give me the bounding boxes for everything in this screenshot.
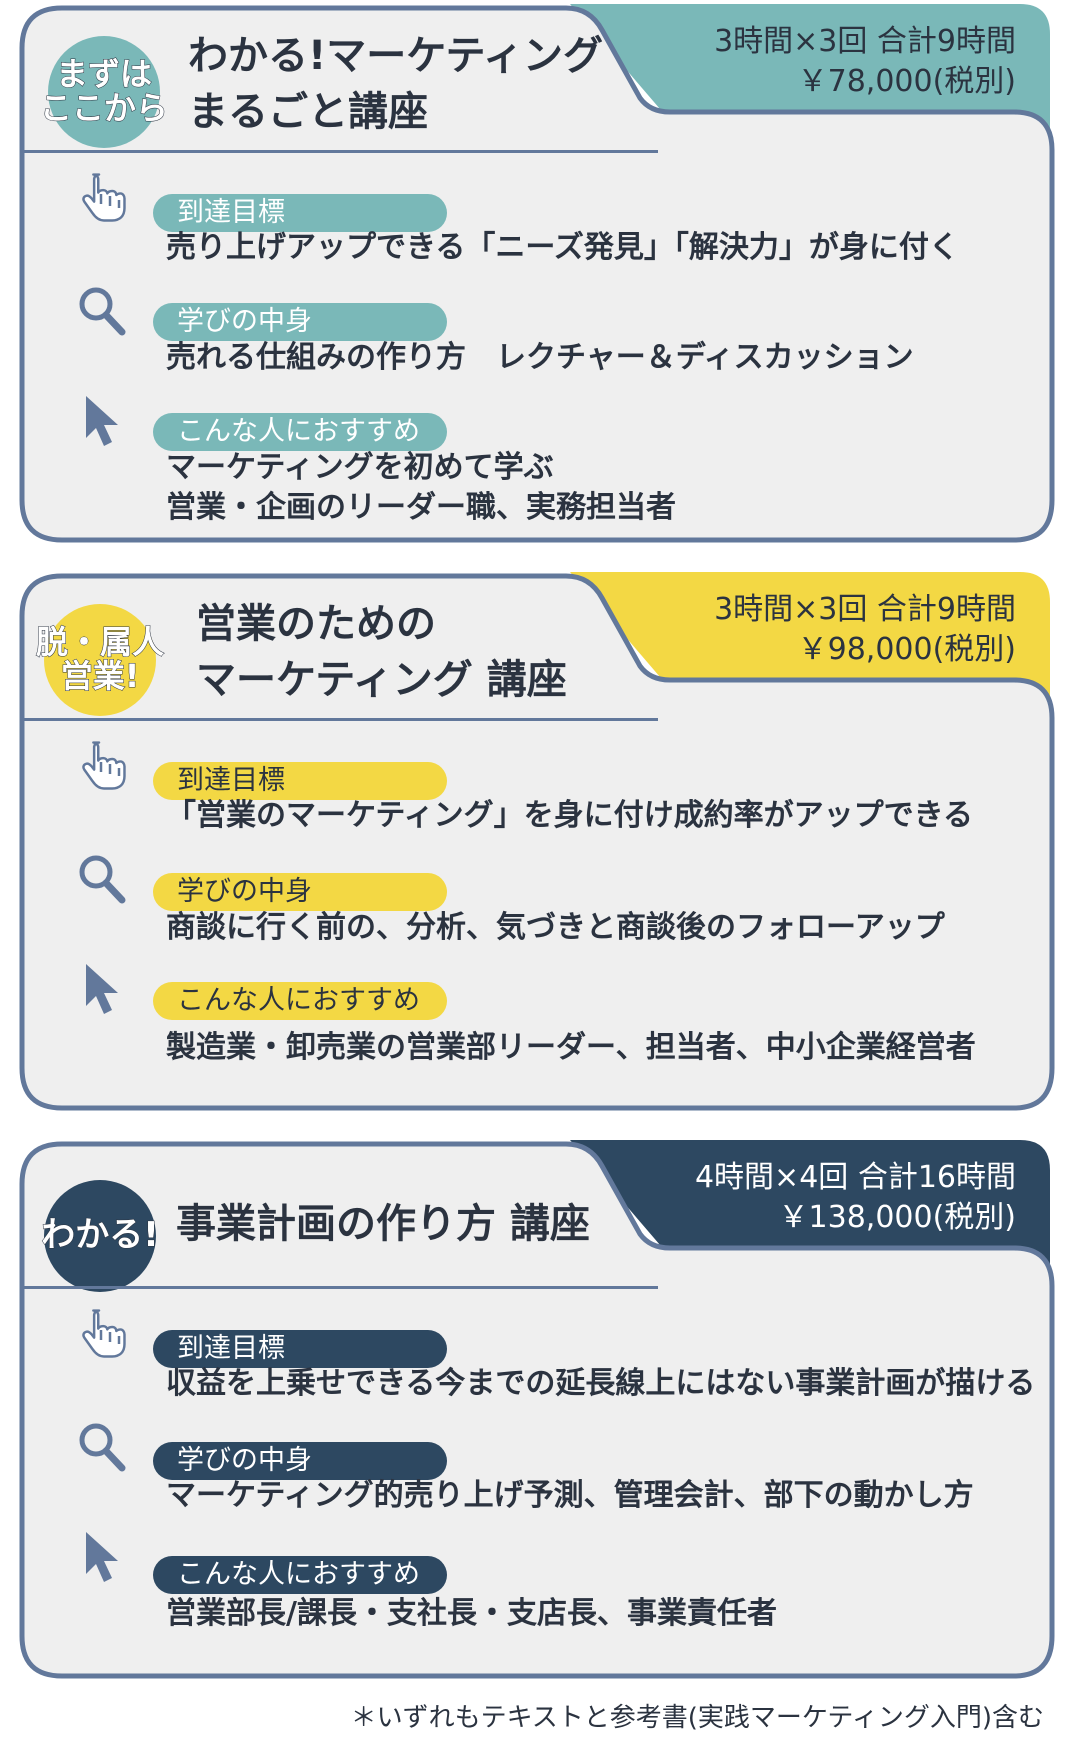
pointing-hand-icon [72, 168, 132, 228]
pointing-hand-icon [72, 736, 132, 796]
price-tab [570, 572, 1050, 698]
course-card: 脱・属人営業! 営業のためのマーケティング 講座 3時間×3回 合計9時間 ￥98,0… [0, 568, 1076, 1116]
item-text-line: マーケティングを初めて学ぶ [166, 450, 554, 485]
title-divider [24, 1286, 658, 1289]
item-label-pill: 学びの中身 [153, 1442, 447, 1480]
footnote: ＊いずれもテキストと参考書(実践マーケティング入門)含む [350, 1703, 1044, 1733]
price-tab [570, 4, 1050, 130]
title-divider [24, 718, 658, 721]
item-text-line: 「営業のマーケティング」を身に付け成約率がアップできる [166, 798, 973, 833]
price-duration: 3時間×3回 合計9時間 [714, 24, 1016, 59]
title-divider [24, 150, 658, 153]
price-duration: 3時間×3回 合計9時間 [714, 592, 1016, 627]
item-text: 営業部長/課長・支社長・支店長、事業責任者 [166, 1594, 777, 1634]
pointing-hand-icon [72, 1304, 132, 1364]
item-text: 商談に行く前の、分析、気づきと商談後のフォローアップ [166, 908, 945, 948]
item-text-line: 製造業・卸売業の営業部リーダー、担当者、中小企業経営者 [166, 1030, 976, 1065]
item-text-line: 売れる仕組みの作り方 レクチャー＆ディスカッション [166, 340, 914, 375]
item-text: 収益を上乗せできる今までの延長線上にはない事業計画が描ける [166, 1364, 1035, 1404]
price-amount: ￥138,000(税別) [778, 1200, 1016, 1235]
badge-line: まずは [55, 55, 152, 94]
magnifier-icon [72, 850, 132, 910]
item-text: 製造業・卸売業の営業部リーダー、担当者、中小企業経営者 [166, 1028, 976, 1068]
course-title: 事業計画の作り方 講座 [176, 1196, 590, 1252]
course-frame [19, 4, 1055, 543]
course-body [19, 573, 1055, 1111]
course-title: わかる!マーケティングまるごと講座 [188, 28, 603, 140]
course-frame [19, 1140, 1055, 1679]
course-price: 3時間×3回 合計9時間 ￥98,000(税別) [714, 590, 1016, 670]
price-duration: 4時間×4回 合計16時間 [694, 1160, 1016, 1195]
title-line: わかる!マーケティング [188, 33, 604, 79]
item-text-line: 営業・企画のリーダー職、実務担当者 [166, 490, 676, 525]
item-label-pill: 到達目標 [153, 1330, 447, 1368]
item-text-line: 営業部長/課長・支社長・支店長、事業責任者 [166, 1596, 777, 1631]
item-text: 売り上げアップできる「ニーズ発見」「解決力」が身に付く [166, 228, 959, 268]
price-amount: ￥98,000(税別) [797, 632, 1016, 667]
item-text: マーケティング的売り上げ予測、管理会計、部下の動かし方 [166, 1476, 974, 1516]
magnifier-icon [72, 1418, 132, 1478]
course-title: 営業のためのマーケティング 講座 [196, 596, 567, 708]
course-badge: 脱・属人営業! [35, 604, 165, 716]
course-price: 3時間×3回 合計9時間 ￥78,000(税別) [714, 22, 1016, 102]
title-line: 営業のための [196, 601, 436, 647]
course-frame [19, 572, 1055, 1111]
price-tab [570, 1140, 1050, 1266]
item-text-line: 収益を上乗せできる今までの延長線上にはない事業計画が描ける [166, 1366, 1036, 1401]
item-text: 「営業のマーケティング」を身に付け成約率がアップできる [166, 796, 973, 836]
item-label-pill: 到達目標 [153, 194, 447, 232]
item-label-pill: 学びの中身 [153, 873, 447, 911]
badge-line: 営業! [60, 657, 140, 695]
title-line: まるごと講座 [188, 89, 428, 135]
item-label-pill: 到達目標 [153, 762, 447, 800]
course-card: まずはここからわかる!マーケティングまるごと講座 3時間×3回 合計9時間 ￥78,… [0, 0, 1076, 548]
item-label-pill: こんな人におすすめ [153, 982, 447, 1020]
badge-line: ここから [39, 89, 169, 127]
price-amount: ￥78,000(税別) [797, 64, 1016, 99]
course-body [19, 5, 1055, 543]
title-line: マーケティング 講座 [196, 657, 567, 703]
item-text-line: マーケティング的売り上げ予測、管理会計、部下の動かし方 [166, 1478, 974, 1513]
course-badge: わかる! [41, 1180, 160, 1292]
course-badge: まずはここから [39, 36, 169, 148]
cursor-arrow-icon [72, 1526, 132, 1586]
badge-line: 脱・属人 [35, 623, 165, 662]
cursor-arrow-icon [72, 390, 132, 450]
course-card: わかる! 事業計画の作り方 講座 4時間×4回 合計16時間 ￥138,000(税別)… [0, 1136, 1076, 1684]
title-line: 事業計画の作り方 講座 [176, 1201, 590, 1247]
item-text: マーケティングを初めて学ぶ営業・企画のリーダー職、実務担当者 [166, 448, 676, 528]
course-price: 4時間×4回 合計16時間 ￥138,000(税別) [695, 1158, 1016, 1238]
cursor-arrow-icon [72, 958, 132, 1018]
item-text-line: 売り上げアップできる「ニーズ発見」「解決力」が身に付く [166, 230, 959, 265]
item-label-pill: こんな人におすすめ [153, 1556, 447, 1594]
item-text-line: 商談に行く前の、分析、気づきと商談後のフォローアップ [166, 910, 945, 945]
course-body [19, 1141, 1055, 1679]
item-label-pill: こんな人におすすめ [153, 413, 447, 451]
magnifier-icon [72, 282, 132, 342]
item-label-pill: 学びの中身 [153, 303, 447, 341]
badge-line: わかる! [41, 1215, 160, 1256]
item-text: 売れる仕組みの作り方 レクチャー＆ディスカッション [166, 338, 914, 378]
